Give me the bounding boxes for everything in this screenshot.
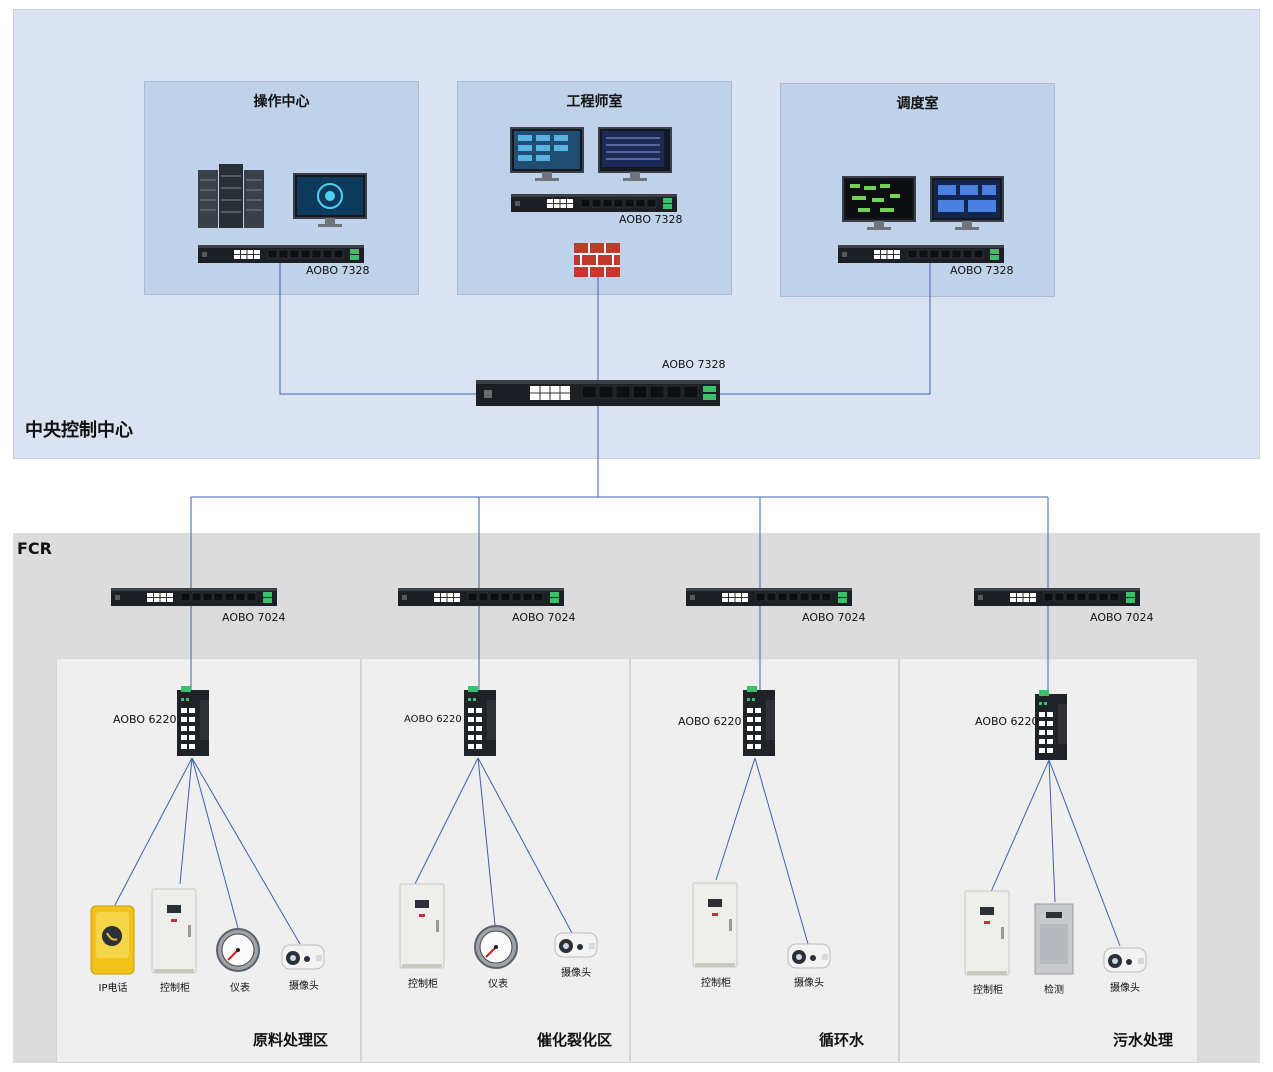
device-label-cabinet-a3: 控制柜: [701, 978, 731, 989]
switch-disp-label: AOBO 7328: [950, 264, 1014, 277]
device-label-detector: 检测: [1044, 985, 1064, 996]
operation-room-title: 操作中心: [253, 94, 310, 110]
device-label-gauge-a1: 仪表: [230, 983, 250, 994]
switch-core-label: AOBO 7328: [662, 358, 726, 371]
server-rack-icon: [198, 164, 264, 228]
fcr-zone-title: FCR: [17, 539, 52, 558]
device-label-gauge-a2: 仪表: [488, 979, 508, 990]
monitor-icon-disp-1: [842, 176, 916, 231]
camera-a3-icon: [787, 943, 831, 969]
area-3-title: 循环水: [819, 1031, 865, 1049]
monitor-icon-eng-2: [598, 127, 672, 182]
device-label-camera-a3: 摄像头: [794, 978, 824, 989]
cabinet-a2-icon: [399, 883, 445, 969]
cabinet-a1-icon: [151, 888, 197, 974]
camera-a4-icon: [1103, 947, 1147, 973]
monitor-icon-eng-1: [510, 127, 584, 182]
gauge-a2-icon: [474, 925, 518, 969]
switch-op-label: AOBO 7328: [306, 264, 370, 277]
switch-disp-icon: [837, 244, 1005, 264]
switch-fcr4-label: AOBO 7024: [1090, 611, 1154, 624]
switch-ind3-icon: [743, 686, 775, 756]
camera-a1-icon: [281, 944, 325, 970]
core-switch-icon: [476, 380, 720, 406]
switch-ind2-icon: [464, 686, 496, 756]
switch-eng-icon: [510, 193, 678, 213]
switch-fcr2-icon: [397, 587, 565, 607]
camera-a2-icon: [554, 932, 598, 958]
device-label-ip-phone: IP电话: [98, 983, 128, 994]
firewall-icon: [574, 243, 620, 277]
switch-fcr4-icon: [973, 587, 1141, 607]
ip-phone-icon: [90, 905, 135, 975]
switch-fcr1-icon: [110, 587, 278, 607]
switch-ind4-icon: [1035, 690, 1067, 760]
monitor-icon-disp-2: [930, 176, 1004, 231]
area-1-title: 原料处理区: [253, 1031, 329, 1049]
switch-ind3-label: AOBO 6220: [678, 715, 742, 728]
cabinet-a3-icon: [692, 882, 738, 968]
device-label-camera-a1: 摄像头: [289, 981, 319, 992]
switch-fcr3-icon: [685, 587, 853, 607]
switch-ind1-label: AOBO 6220: [113, 713, 177, 726]
cabinet-a4-icon: [964, 890, 1010, 976]
switch-fcr3-label: AOBO 7024: [802, 611, 866, 624]
area-4-title: 污水处理: [1113, 1031, 1174, 1049]
switch-ind4-label: AOBO 6220: [975, 715, 1039, 728]
switch-ind2-label: AOBO 6220: [404, 714, 462, 725]
switch-fcr2-label: AOBO 7024: [512, 611, 576, 624]
switch-ind1-icon: [177, 686, 209, 756]
device-label-camera-a4: 摄像头: [1110, 983, 1140, 994]
central-zone-title: 中央控制中心: [25, 420, 133, 441]
gauge-a1-icon: [216, 928, 260, 972]
network-links: [114, 262, 1121, 947]
device-label-cabinet-a1: 控制柜: [160, 983, 190, 994]
switch-fcr1-label: AOBO 7024: [222, 611, 286, 624]
area-2: [361, 658, 630, 1063]
detector-icon: [1034, 903, 1074, 975]
switch-op-icon: [197, 244, 365, 264]
engineer-room-title: 工程师室: [566, 94, 623, 110]
switch-eng-label: AOBO 7328: [619, 213, 683, 226]
monitor-icon-op: [293, 173, 367, 228]
device-label-camera-a2: 摄像头: [561, 968, 591, 979]
dispatch-room-title: 调度室: [896, 96, 939, 112]
device-label-cabinet-a4: 控制柜: [973, 985, 1003, 996]
area-2-title: 催化裂化区: [537, 1031, 613, 1049]
device-label-cabinet-a2: 控制柜: [408, 979, 438, 990]
